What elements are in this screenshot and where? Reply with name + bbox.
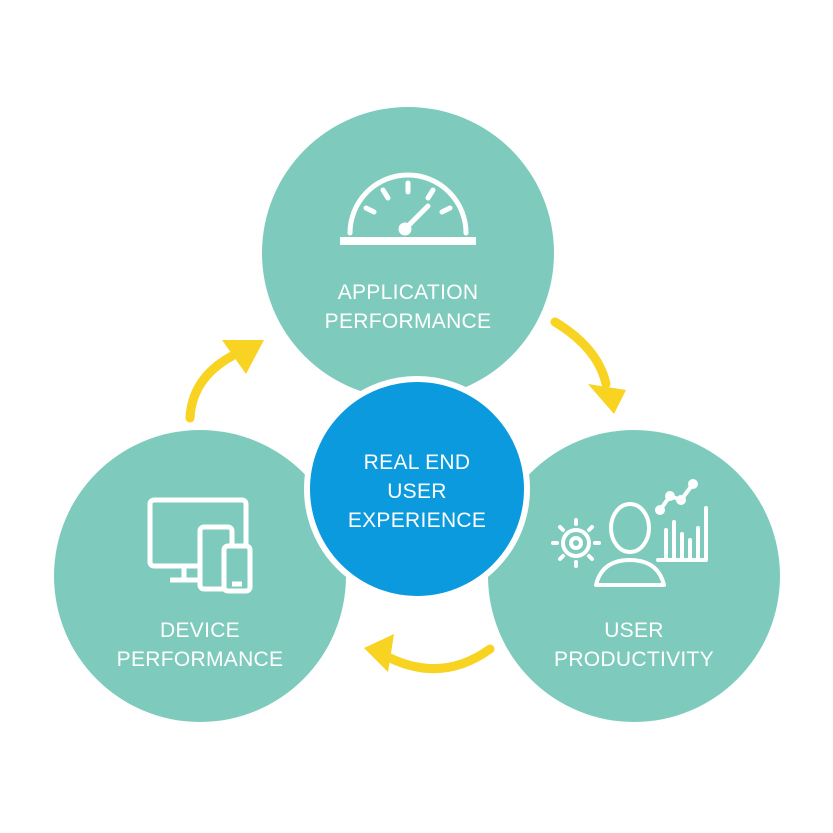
arrow-user-to-device	[379, 644, 495, 674]
application-line2: PERFORMANCE	[324, 310, 492, 333]
center-line3: EXPERIENCE	[347, 509, 487, 532]
center-line1: REAL END	[363, 451, 471, 474]
arrow-application-to-user-head	[588, 384, 626, 414]
application-circle	[262, 107, 554, 399]
application-line1: APPLICATION	[337, 281, 479, 304]
user-circle	[488, 430, 780, 722]
user-line1: USER	[604, 619, 664, 642]
device-line1: DEVICE	[160, 619, 240, 642]
user-line2: PRODUCTIVITY	[554, 648, 714, 671]
device-line2: PERFORMANCE	[116, 648, 284, 671]
speedometer-icon	[340, 172, 476, 245]
user-productivity-icon	[551, 479, 708, 587]
real-end-user-experience-label: REAL END USER EXPERIENCE	[312, 448, 522, 535]
arrow-application-to-user	[550, 317, 611, 389]
device-performance-label: DEVICE PERFORMANCE	[55, 616, 345, 674]
arrow-device-to-application-head	[222, 340, 264, 374]
application-performance-label: APPLICATION PERFORMANCE	[263, 278, 553, 336]
center-line2: USER	[387, 480, 447, 503]
user-productivity-label: USER PRODUCTIVITY	[489, 616, 779, 674]
arrow-user-to-device-head	[364, 634, 394, 672]
arrow-device-to-application	[185, 351, 237, 423]
center-circle	[304, 376, 530, 602]
devices-icon	[147, 497, 253, 594]
